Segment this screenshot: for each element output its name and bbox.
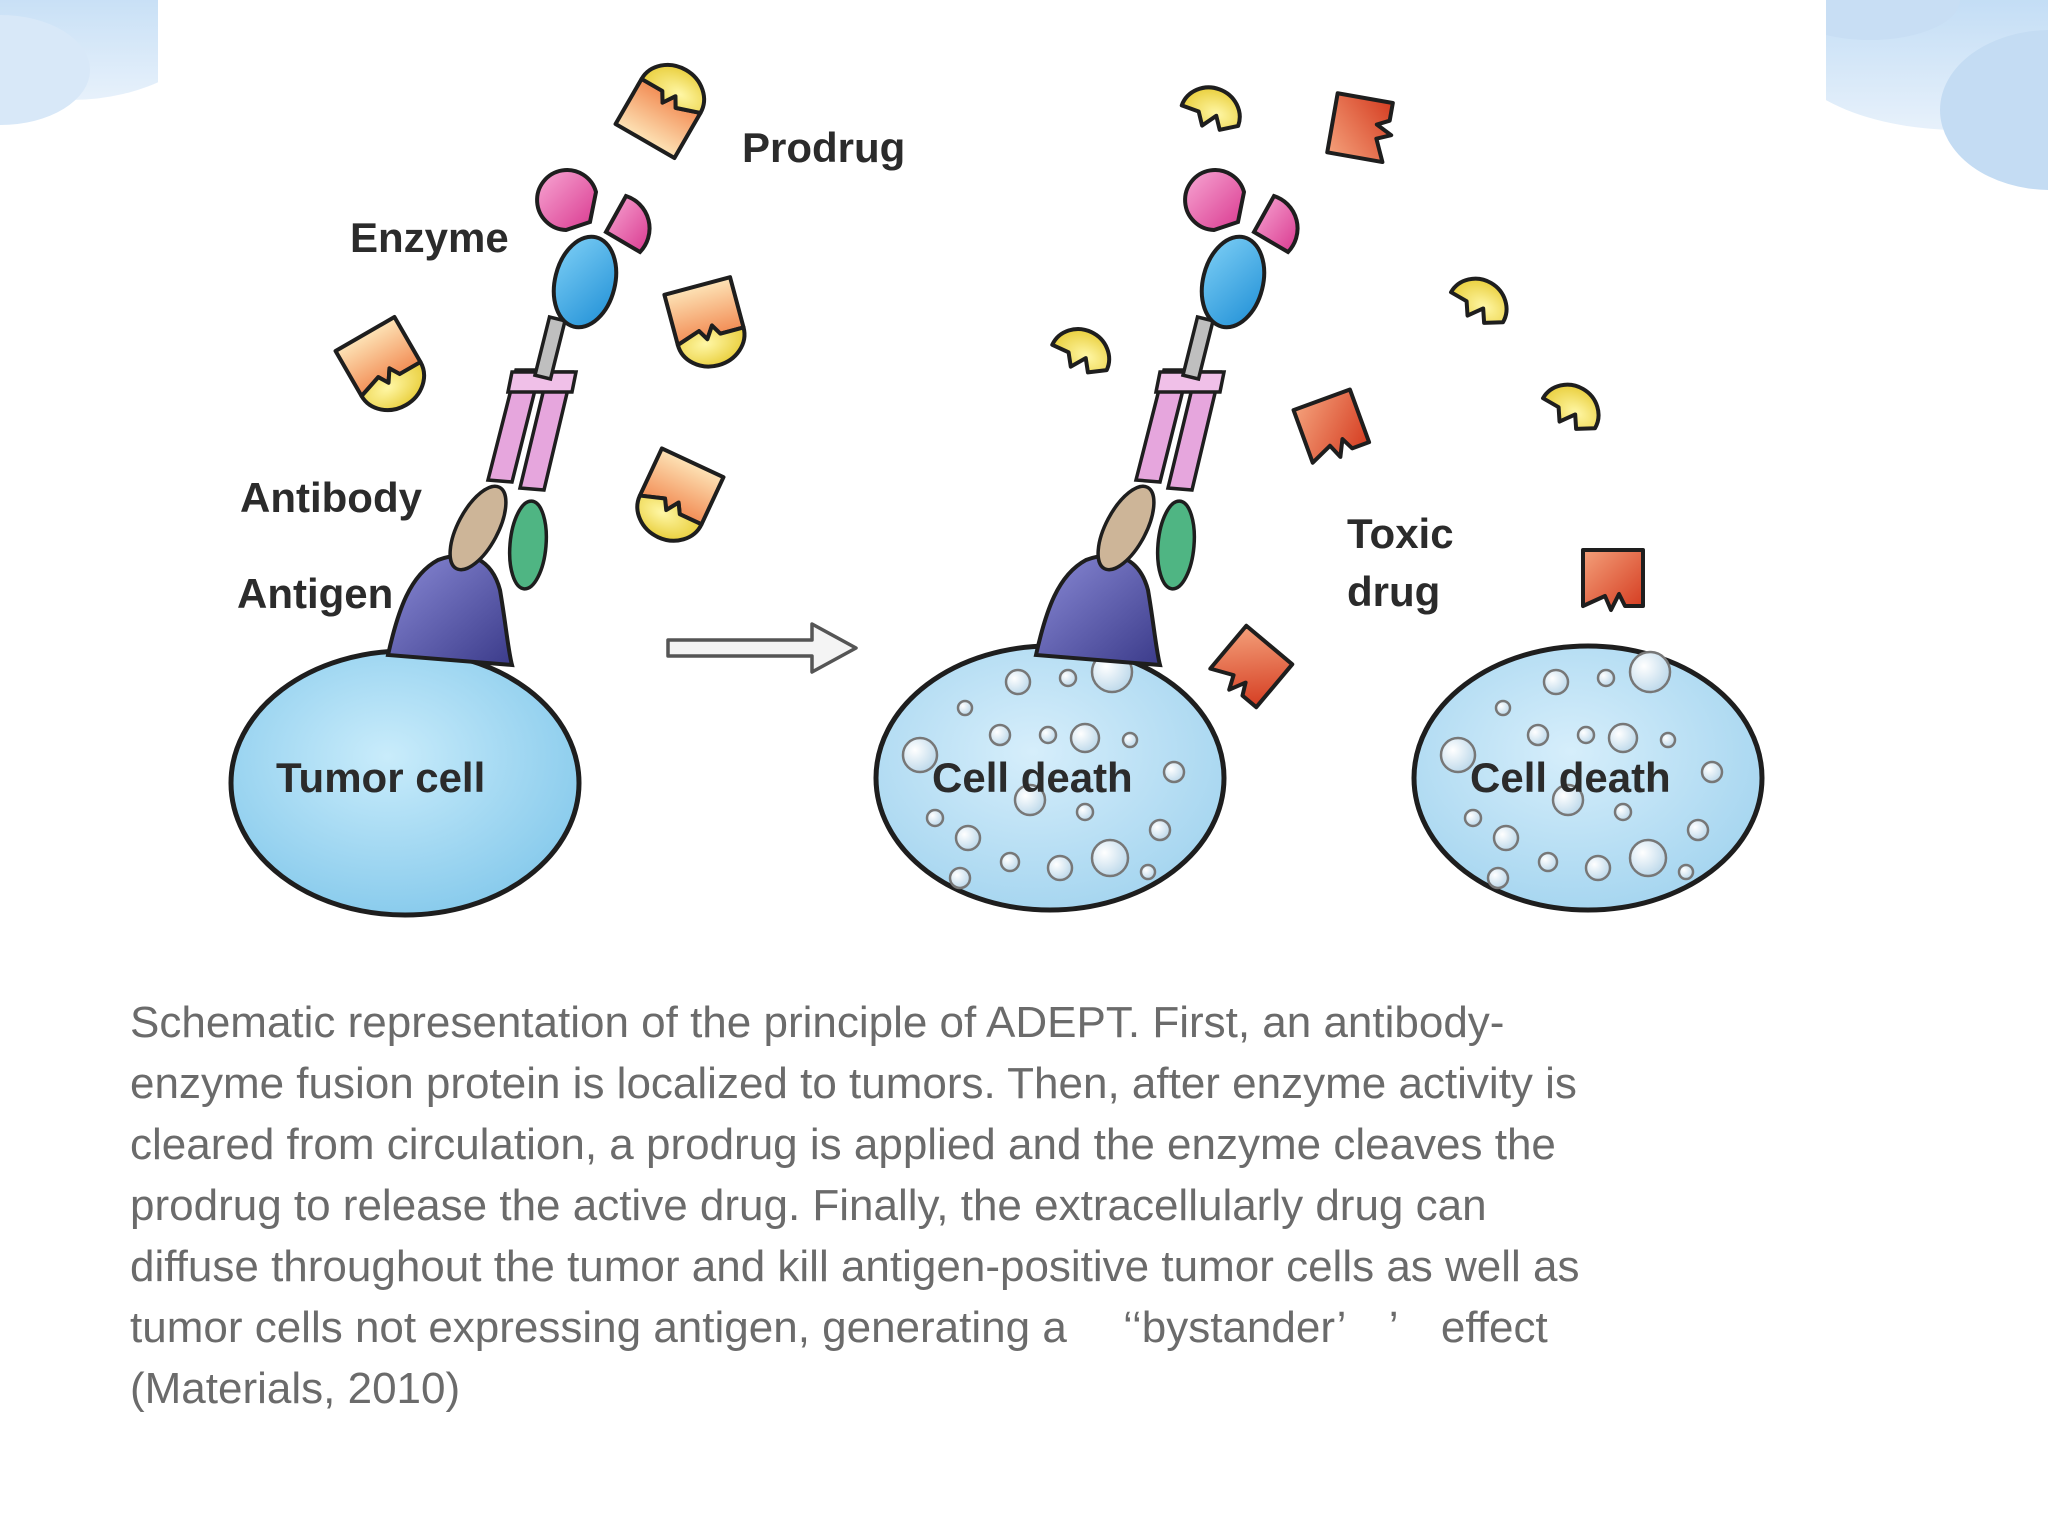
dying-cell-2 — [1411, 643, 1765, 913]
panel-prodrug-binding: Prodrug Enzyme Antibody Antigen Tumor ce… — [228, 50, 905, 918]
toxic-drug-bound — [1581, 548, 1645, 612]
cell-death-label-1: Cell death — [932, 754, 1133, 801]
yellow-fragment-2 — [1045, 317, 1121, 383]
antibody-enzyme-complex-2 — [1034, 168, 1300, 667]
caption-line: cleared from circulation, a prodrug is a… — [130, 1120, 1556, 1169]
caption-line: enzyme fusion protein is localized to tu… — [130, 1059, 1577, 1108]
caption-line: prodrug to release the active drug. Fina… — [130, 1181, 1487, 1230]
panel-bystander-effect: Cell death — [1411, 548, 1765, 913]
dying-cell-1 — [873, 643, 1227, 913]
prodrug-2 — [662, 275, 754, 377]
toxic-drug-label-line2: drug — [1347, 568, 1440, 615]
antibody-label: Antibody — [240, 474, 423, 521]
toxic-drug-1 — [1325, 91, 1399, 165]
panel-drug-release: Toxic drug Cell death — [873, 77, 1611, 913]
tumor-cell-label: Tumor cell — [276, 754, 485, 801]
toxic-drug-3 — [1205, 623, 1295, 713]
prodrug-1 — [333, 315, 438, 425]
figure-caption: Schematic representation of the principl… — [130, 992, 1830, 1419]
toxic-drug-label-line1: Toxic — [1347, 510, 1454, 557]
cell-death-label-2: Cell death — [1470, 754, 1671, 801]
enzyme-label: Enzyme — [350, 214, 509, 261]
caption-line: tumor cells not expressing antigen, gene… — [130, 1303, 1548, 1352]
caption-line: (Materials, 2010) — [130, 1364, 461, 1413]
prodrug-label: Prodrug — [742, 124, 905, 171]
yellow-fragment-1 — [1175, 77, 1250, 140]
caption-line: diffuse throughout the tumor and kill an… — [130, 1242, 1580, 1291]
prodrug-3 — [625, 446, 726, 554]
caption-line: Schematic representation of the principl… — [130, 998, 1505, 1047]
antigen-label: Antigen — [237, 570, 393, 617]
yellow-fragment-3 — [1443, 265, 1519, 335]
process-arrow — [666, 622, 858, 674]
toxic-drug-2 — [1291, 387, 1373, 469]
yellow-fragment-4 — [1535, 371, 1611, 441]
cloud-top-left — [0, 0, 210, 125]
prodrug-bound — [613, 50, 718, 160]
